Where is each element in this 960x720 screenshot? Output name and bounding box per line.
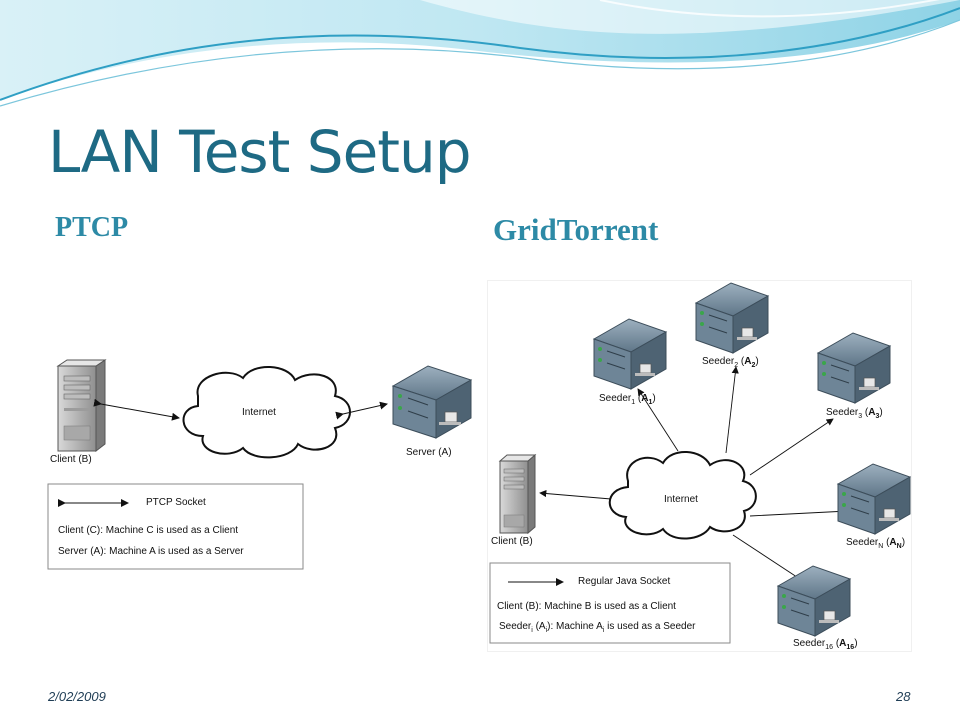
gt-client-label: Client (B) [491, 536, 533, 547]
gt-internet-label: Internet [664, 494, 698, 505]
slide-title: LAN Test Setup [48, 118, 472, 186]
gt-client-tower-icon [498, 453, 537, 535]
ptcp-legend-line2: Server (A): Machine A is used as a Serve… [58, 546, 244, 557]
ptcp-legend-box [47, 483, 304, 570]
seeder1-label: Seeder1 (A1) [599, 393, 656, 406]
ptcp-internet-label: Internet [242, 407, 276, 418]
ptcp-legend-line1: Client (C): Machine C is used as a Clien… [58, 525, 239, 536]
server-icon [391, 365, 473, 439]
gt-arrow-client [539, 489, 612, 500]
page-number: 28 [896, 689, 911, 704]
gt-legend-line2: Seederi (Ai): Machine Ai is used as a Se… [499, 621, 696, 634]
seeder16-label: Seeder16 (A16) [793, 638, 858, 651]
ptcp-socket-arrow-server [335, 401, 388, 420]
ptcp-heading: PTCP [55, 212, 129, 243]
gt-legend-arrow-label: Regular Java Socket [578, 576, 671, 587]
gt-legend-line1: Client (B): Machine B is used as a Clien… [497, 601, 676, 612]
internet-cloud-icon [182, 365, 351, 459]
gridtorrent-heading: GridTorrent [493, 212, 659, 247]
ptcp-legend-arrow-label: PTCP Socket [146, 497, 206, 508]
seeder1-server-icon [593, 318, 667, 390]
gt-arrow-seeder16 [732, 534, 807, 584]
client-tower-icon [56, 359, 107, 453]
gt-internet-cloud-icon [608, 450, 757, 540]
ptcp-server-label: Server (A) [406, 447, 452, 458]
seeder3-label: Seeder3 (A3) [826, 407, 883, 420]
gridtorrent-diagram-graphics: Internet [489, 282, 911, 644]
footer-date: 2/02/2009 [48, 689, 106, 704]
seeder3-server-icon [817, 332, 891, 404]
gt-arrow-seedern [749, 507, 849, 517]
seeder16-server-icon [777, 565, 851, 637]
gt-legend-box [489, 562, 731, 644]
gt-arrow-seeder1 [637, 388, 679, 452]
ptcp-client-label: Client (B) [50, 454, 92, 465]
ptcp-diagram-graphics: Internet [47, 359, 473, 570]
seedern-label: SeederN (AN) [846, 537, 906, 550]
gt-arrow-seeder3 [749, 418, 834, 476]
seeder2-server-icon [695, 282, 769, 354]
gridtorrent-diagram: Internet Seeder1 (A1) Seeder2 (A2) Seede… [487, 280, 912, 652]
ptcp-diagram: Internet Client (B) Server (A) PTCP Sock… [43, 356, 473, 574]
gt-arrow-seeder2 [725, 366, 739, 454]
header-wave [0, 0, 960, 107]
seedern-server-icon [837, 463, 911, 535]
seeder2-label: Seeder2 (A2) [702, 356, 759, 369]
ptcp-socket-arrow-client [93, 398, 180, 421]
